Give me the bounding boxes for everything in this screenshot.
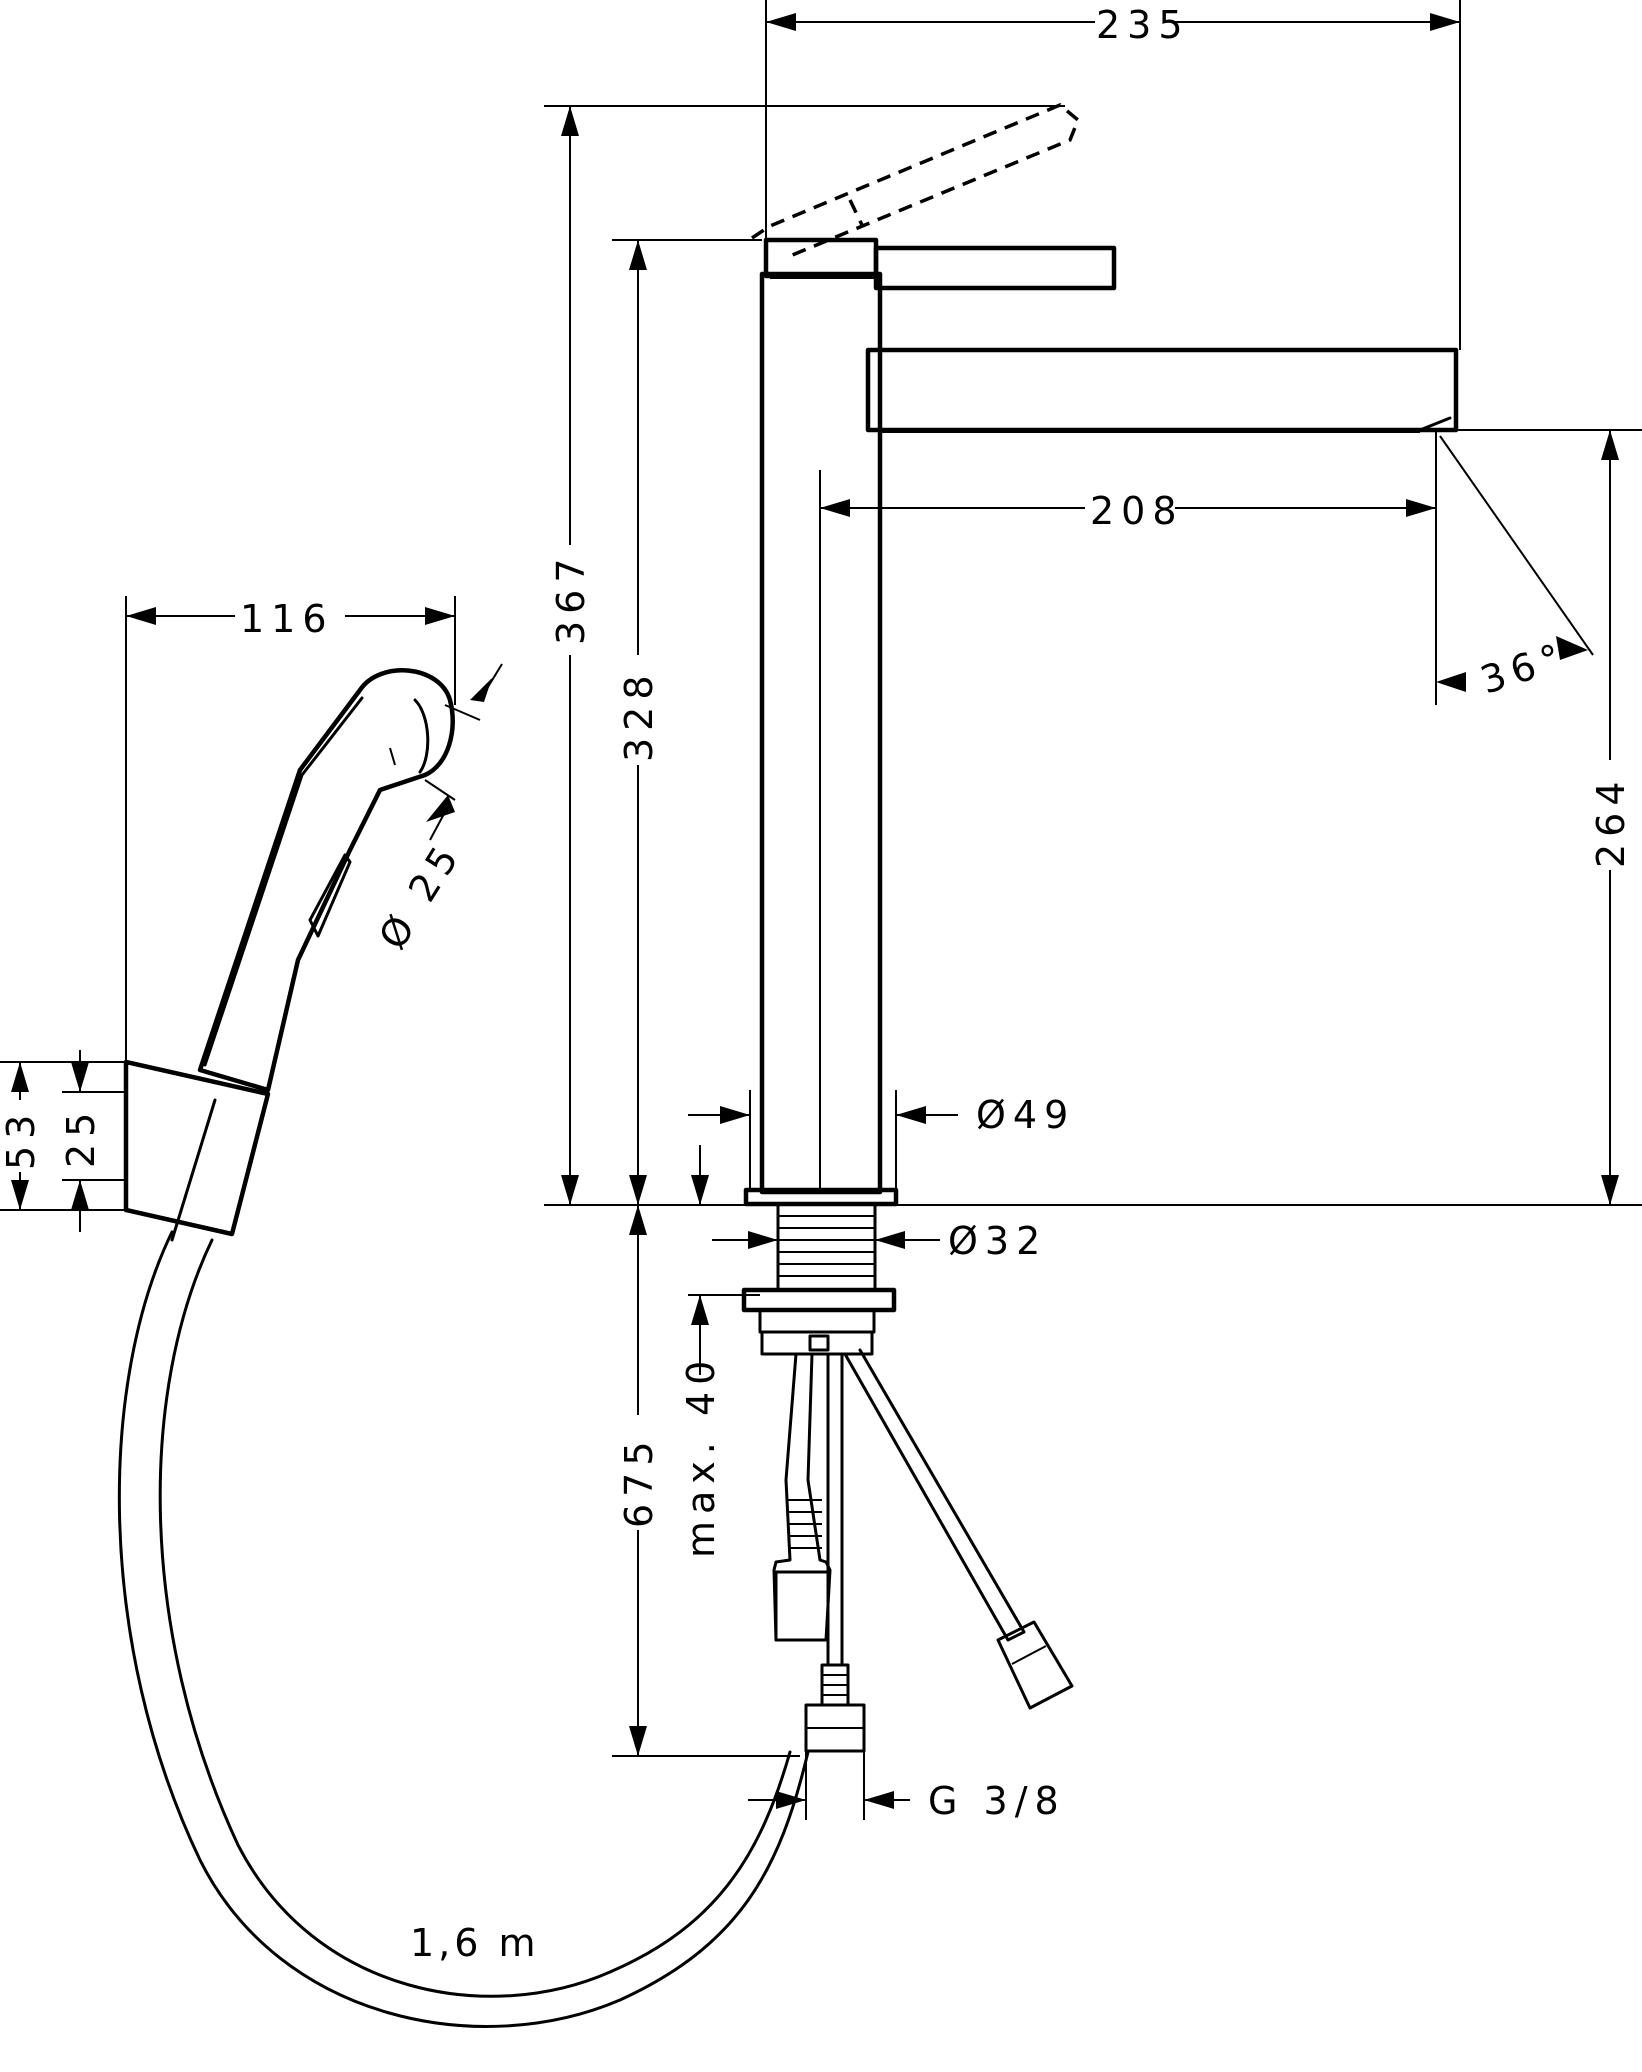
dim-116 [125,596,456,1062]
dim-235-label: 235 [1096,3,1190,47]
dim-367-label: 367 [549,551,593,645]
dim-diameter-25-label: Ø 25 [370,833,470,957]
dim-diameter-49-label: Ø49 [976,1093,1075,1137]
dim-675 [612,1205,800,1757]
dim-208 [819,432,1437,1190]
supply-hose-left [772,1352,832,1642]
dim-264 [1456,429,1642,1205]
lever-handle [763,237,1117,291]
dim-diameter-49 [688,1090,958,1188]
spout [865,347,1594,656]
supply-hose-right [843,1348,1074,1710]
dim-max-40-label: max. 40 [679,1354,723,1558]
dim-208-label: 208 [1090,489,1184,533]
dim-25-holder [62,1050,126,1232]
dim-g38 [748,1750,910,1820]
dim-53 [0,1061,126,1211]
dim-36deg [1436,636,1588,692]
dim-328 [612,239,762,1205]
shank-and-mounting [741,1187,899,1356]
handshower-hose [117,1230,810,2028]
dim-116-label: 116 [240,597,334,641]
dim-367 [544,105,1642,1206]
dim-235 [765,0,1461,350]
dim-diameter-32-label: Ø32 [948,1219,1047,1263]
dim-diameter-25 [424,663,503,841]
handshower-holder [123,1059,271,1242]
dim-max-40 [688,1145,760,1375]
hose-length-label: 1,6 m [410,1921,540,1965]
dim-675-label: 675 [617,1434,661,1528]
dim-328-label: 328 [617,668,661,762]
dim-264-label: 264 [1589,774,1633,868]
dim-36deg-label: 36° [1475,633,1573,702]
dim-53-label: 53 [0,1108,43,1170]
supply-hose-center [804,1352,866,1753]
dim-g38-label: G 3/8 [928,1779,1066,1823]
mixer-body [759,271,1420,1195]
handshower [197,668,455,1093]
dim-diameter-32 [712,1231,940,1249]
lever-open-position [751,102,1081,258]
dim-25-holder-label: 25 [59,1106,103,1168]
